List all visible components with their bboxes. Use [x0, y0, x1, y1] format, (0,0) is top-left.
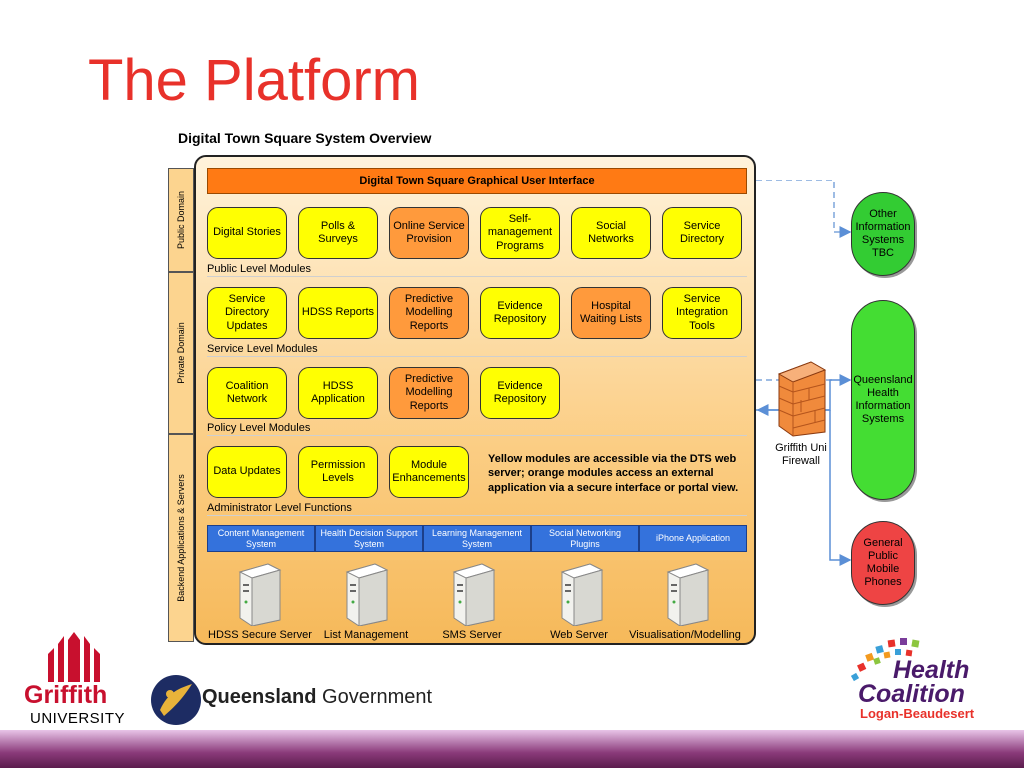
- backend-app: Social Networking Plugins: [531, 525, 639, 552]
- public-module: Online Service Provision: [389, 207, 469, 259]
- public-module: Digital Stories: [207, 207, 287, 259]
- server-icon: [238, 560, 282, 627]
- public-domain-label: Public Domain: [168, 168, 194, 272]
- server-label: Web Server: [550, 629, 608, 641]
- firewall-label: Griffith Uni Firewall: [775, 442, 827, 468]
- service-module: Evidence Repository: [480, 287, 560, 339]
- backend-app: Learning Management System: [423, 525, 531, 552]
- firewall-icon: [777, 361, 827, 437]
- footer-band: [0, 730, 1024, 768]
- policy-module: Predictive Modelling Reports: [389, 367, 469, 419]
- diagram-subtitle: Digital Town Square System Overview: [178, 130, 432, 146]
- page-title: The Platform: [88, 48, 420, 113]
- server-icon: [345, 560, 389, 627]
- external-system: Queensland Health Information Systems: [851, 300, 915, 500]
- server-icon: [560, 560, 604, 627]
- server-icon: [666, 560, 710, 627]
- policy-level-label: Policy Level Modules: [207, 422, 311, 434]
- policy-module: Evidence Repository: [480, 367, 560, 419]
- public-module: Polls & Surveys: [298, 207, 378, 259]
- backend-domain-label: Backend Applications & Servers: [168, 434, 194, 642]
- health-coalition-logo-line3: Logan-Beaudesert: [860, 706, 975, 721]
- external-system: General Public Mobile Phones: [851, 521, 915, 605]
- separator: [207, 515, 747, 516]
- server-label: SMS Server: [442, 629, 502, 641]
- public-module: Self-management Programs: [480, 207, 560, 259]
- admin-module: Permission Levels: [298, 446, 378, 498]
- server-label: List Management: [323, 629, 409, 641]
- admin-level-label: Administrator Level Functions: [207, 502, 352, 514]
- health-coalition-mosaic-icon: [850, 638, 920, 682]
- admin-module: Module Enhancements: [389, 446, 469, 498]
- legend-note: Yellow modules are accessible via the DT…: [488, 453, 739, 494]
- public-module: Service Directory: [662, 207, 742, 259]
- service-level-label: Service Level Modules: [207, 343, 318, 355]
- gui-bar: Digital Town Square Graphical User Inter…: [207, 168, 747, 194]
- public-level-label: Public Level Modules: [207, 263, 311, 275]
- queensland-government-logo: Queensland Government: [202, 686, 433, 708]
- server-label: Visualisation/Modelling: [629, 629, 741, 641]
- public-module: Social Networks: [571, 207, 651, 259]
- griffith-logo-name: Griffith: [24, 681, 108, 709]
- queensland-emblem-icon: [151, 675, 201, 725]
- service-module: Predictive Modelling Reports: [389, 287, 469, 339]
- griffith-logo-subtitle: UNIVERSITY: [30, 710, 126, 727]
- backend-app: iPhone Application: [639, 525, 747, 552]
- external-system: Other Information Systems TBC: [851, 192, 915, 276]
- separator: [207, 276, 747, 277]
- health-coalition-logo-line1: Health: [893, 656, 970, 684]
- server-label: HDSS Secure Server: [208, 629, 312, 641]
- service-module: Service Integration Tools: [662, 287, 742, 339]
- service-module: HDSS Reports: [298, 287, 378, 339]
- policy-module: HDSS Application: [298, 367, 378, 419]
- private-domain-label: Private Domain: [168, 272, 194, 434]
- health-coalition-logo-line2: Coalition: [858, 680, 965, 708]
- server-icon: [452, 560, 496, 627]
- backend-app: Content Management System: [207, 525, 315, 552]
- separator: [207, 435, 747, 436]
- service-module: Service Directory Updates: [207, 287, 287, 339]
- griffith-crest-icon: [48, 632, 100, 682]
- admin-module: Data Updates: [207, 446, 287, 498]
- service-module: Hospital Waiting Lists: [571, 287, 651, 339]
- backend-app: Health Decision Support System: [315, 525, 423, 552]
- separator: [207, 356, 747, 357]
- policy-module: Coalition Network: [207, 367, 287, 419]
